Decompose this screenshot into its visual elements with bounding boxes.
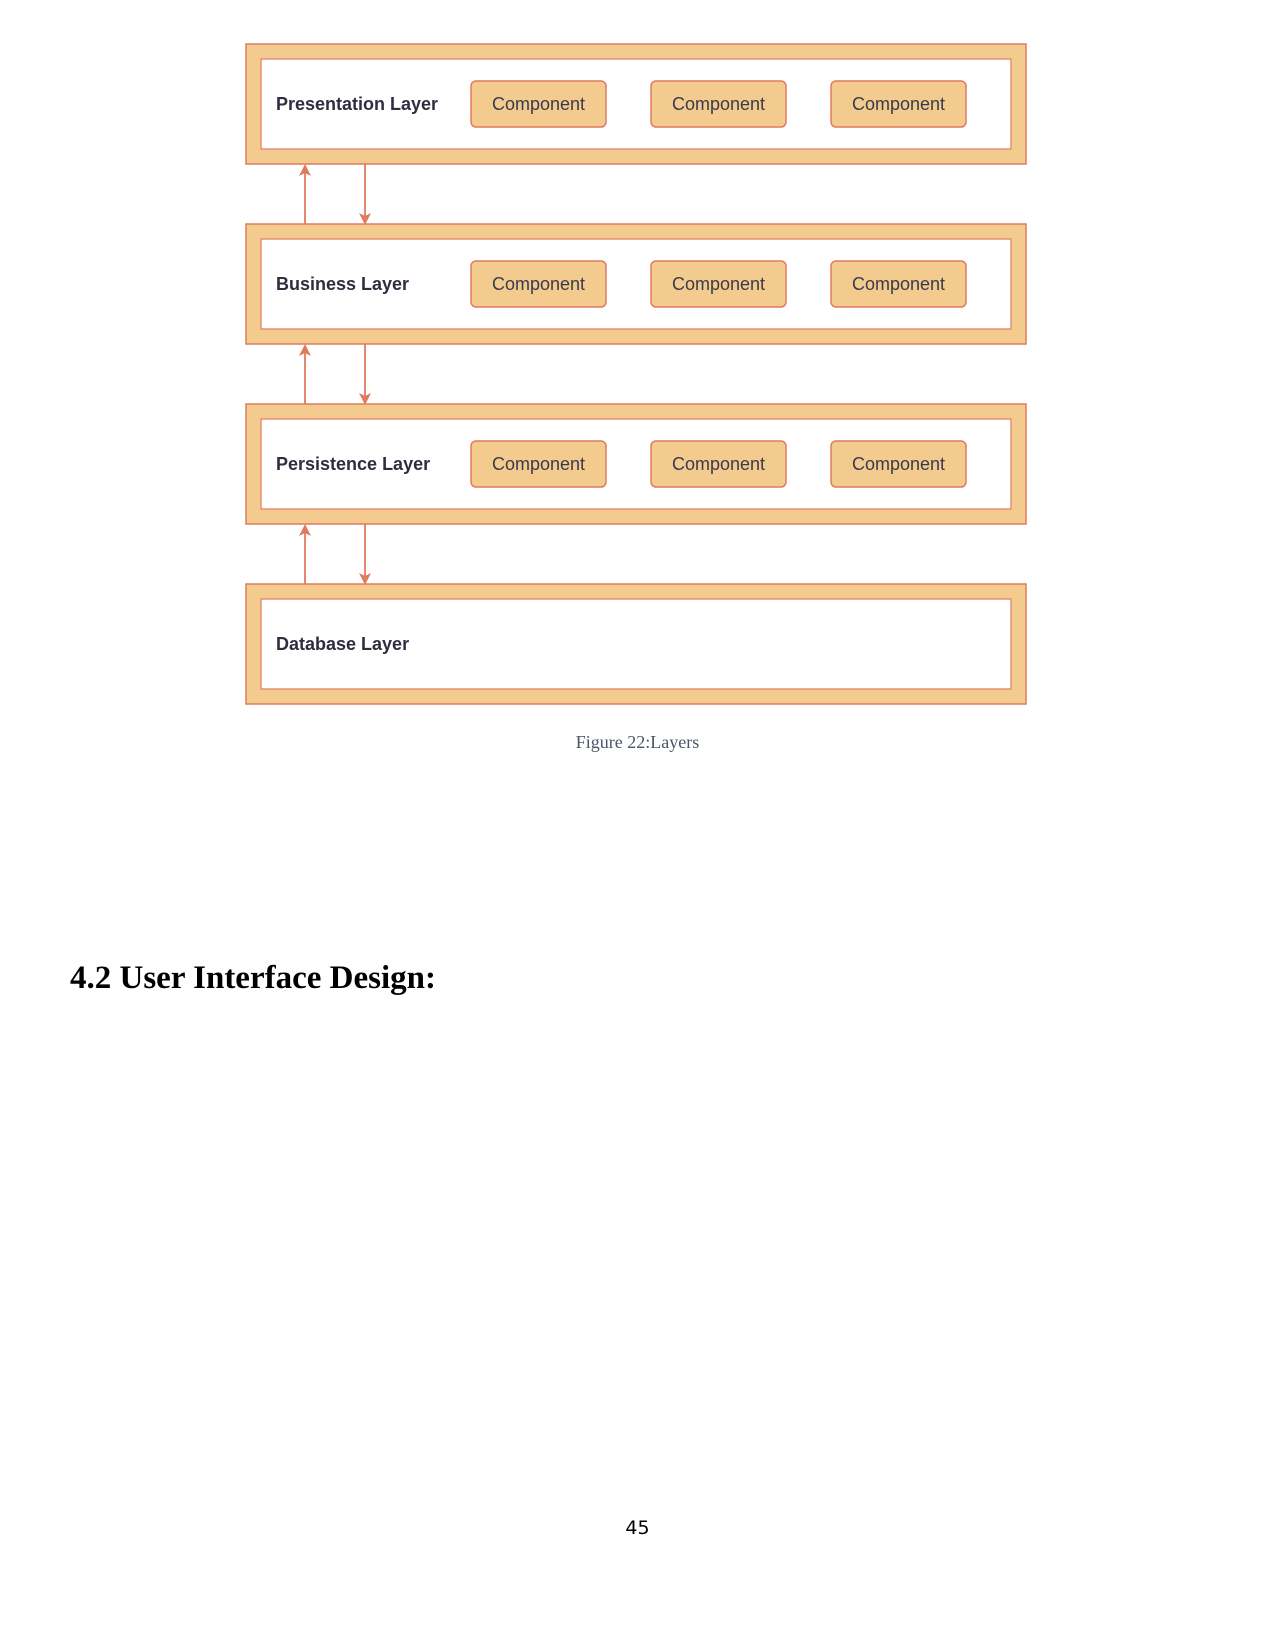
component-label: Component [852, 274, 945, 294]
component-rect [830, 260, 967, 308]
component-rect [650, 440, 787, 488]
component-label: Component [492, 94, 585, 114]
component-label: Component [672, 274, 765, 294]
component-rect [830, 440, 967, 488]
layer-label: Database Layer [276, 634, 409, 654]
layer-2: Business Layer Component Component Componen… [245, 223, 1027, 345]
component-label: Component [852, 94, 945, 114]
component-label: Component [672, 454, 765, 474]
component-box: Component [830, 440, 967, 488]
layer-panel [260, 598, 1012, 690]
component-label: Component [492, 454, 585, 474]
component-rect [650, 80, 787, 128]
component-box: Component [650, 440, 787, 488]
component-box: Component [830, 80, 967, 128]
component-label: Component [672, 94, 765, 114]
layer-4: Database Layer [245, 583, 1027, 705]
layer-label: Business Layer [276, 274, 409, 294]
component-box: Component [470, 80, 607, 128]
component-box: Component [650, 260, 787, 308]
component-rect [470, 440, 607, 488]
layer-label: Presentation Layer [276, 94, 438, 114]
component-rect [470, 260, 607, 308]
component-label: Component [492, 274, 585, 294]
component-box: Component [470, 260, 607, 308]
section-heading: 4.2 User Interface Design: [70, 960, 436, 996]
component-box: Component [470, 440, 607, 488]
component-rect [470, 80, 607, 128]
component-rect [650, 260, 787, 308]
figure-caption: Figure 22:Layers [575, 732, 700, 752]
component-box: Component [650, 80, 787, 128]
component-box: Component [830, 260, 967, 308]
layer-1: Presentation Layer Component Component Comp… [245, 43, 1027, 165]
layer-label: Persistence Layer [276, 454, 430, 474]
page-number: 45 [625, 1517, 650, 1539]
component-rect [830, 80, 967, 128]
component-label: Component [852, 454, 945, 474]
layer-3: Persistence Layer Component Component Compo… [245, 403, 1027, 525]
